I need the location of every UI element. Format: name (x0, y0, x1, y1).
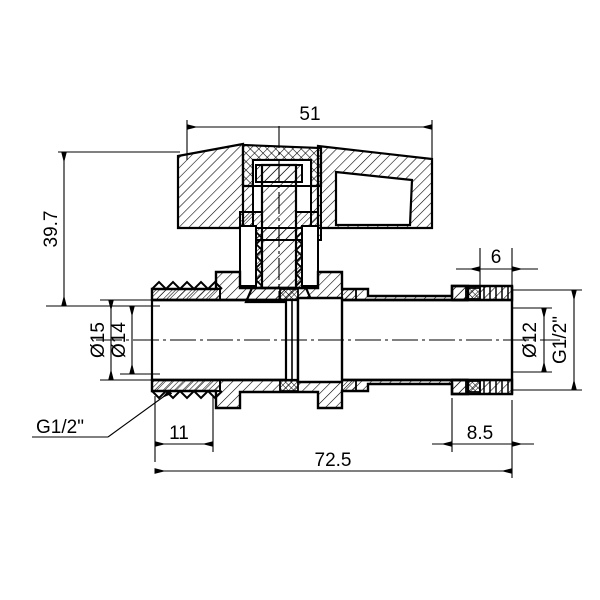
dimension-bore-inner (120, 305, 160, 375)
gland-recess-right (301, 225, 319, 287)
dimension-thread-length-left (154, 396, 214, 462)
dim-label-d14: Ø14 (109, 322, 130, 358)
dimension-thread-right (512, 289, 582, 391)
dim-label-d15: Ø15 (88, 322, 109, 358)
dimension-nut-width (432, 398, 534, 452)
dim-label-g-left: G1/2" (36, 417, 84, 438)
seat-shoulder-lower-right (341, 379, 357, 392)
dimension-nut-thread-depth (456, 248, 538, 290)
dimension-bore-outer (100, 299, 152, 381)
seat-shoulder-lower-left (279, 379, 299, 392)
dimension-overall-length (154, 400, 513, 478)
dim-label-11: 11 (169, 423, 189, 444)
dim-label-8-5: 8.5 (467, 423, 493, 444)
handle-left-wing (176, 142, 245, 230)
o-ring-upper (465, 287, 481, 300)
dim-label-6: 6 (491, 247, 502, 268)
gland-recess-left (239, 225, 257, 287)
union-nut-upper (450, 284, 514, 302)
union-nut-lower (450, 378, 514, 396)
dim-label-72-5: 72.5 (315, 450, 352, 471)
dim-label-51: 51 (299, 104, 320, 125)
thread-crest-top (151, 288, 221, 301)
thread-crest-bottom (151, 379, 221, 392)
seat-shoulder-upper-right (341, 288, 357, 301)
leader-line-gleft (107, 389, 173, 438)
stem-thread-left (254, 231, 264, 287)
union-nut-thread-lines (483, 286, 509, 394)
stem-thread-right (294, 231, 304, 287)
union-nut (450, 284, 514, 396)
seat-shoulder-upper-left (279, 288, 299, 301)
valve-assembly (96, 126, 560, 410)
dim-label-g-right: G1/2" (550, 316, 571, 364)
dimension-text-layer: 51 39.7 Ø15 Ø14 G1/2" 11 72.5 6 8.5 Ø12 … (36, 104, 571, 471)
dimension-thread-left (32, 389, 173, 438)
handle-right-wing-cavity (334, 170, 414, 227)
dim-label-d12: Ø12 (520, 322, 541, 358)
dimension-outlet-bore (512, 307, 552, 373)
dimension-handle-length (186, 120, 433, 160)
o-ring-lower (465, 380, 481, 393)
dimension-layer (32, 120, 582, 478)
thread-teeth-top (151, 280, 223, 291)
dim-label-39-7: 39.7 (41, 211, 62, 248)
